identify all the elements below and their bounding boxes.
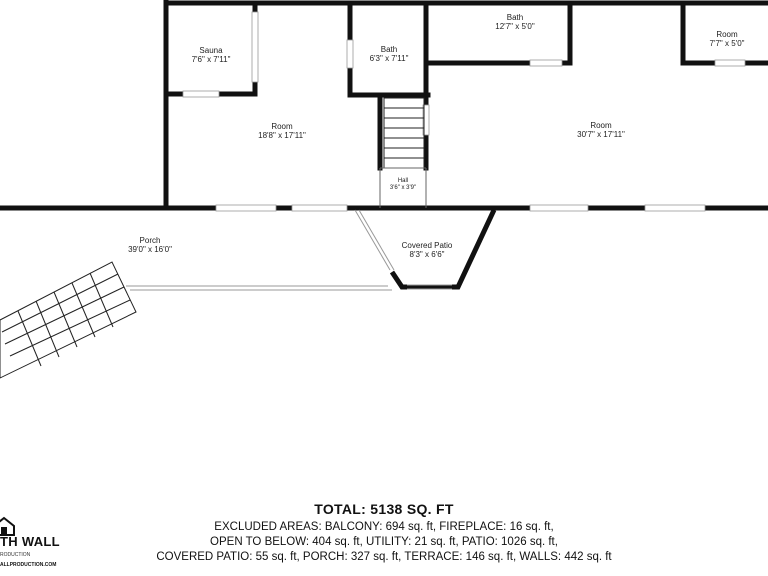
brand-name: TH WALL: [0, 534, 60, 549]
window: [215, 204, 277, 212]
room-name: Room: [590, 121, 612, 130]
covered-patio-rail: [354, 209, 452, 290]
house-icon: [0, 516, 15, 536]
excluded-areas-line-1: EXCLUDED AREAS: BALCONY: 694 sq. ft, FIR…: [214, 521, 554, 533]
window: [644, 204, 706, 212]
window: [529, 204, 589, 212]
room-dimensions: 7'7" x 5'0": [709, 39, 745, 49]
room-name: Sauna: [199, 46, 223, 55]
room-name: Hall: [397, 178, 409, 184]
room-label-room-small: Room 7'7" x 5'0": [710, 30, 745, 48]
room-dimensions: 6'3" x 7'11": [369, 54, 409, 64]
room-dimensions: 8'3" x 6'6": [409, 250, 445, 260]
room-name: Covered Patio: [401, 241, 453, 250]
total-area: TOTAL: 5138 SQ. FT: [314, 501, 454, 517]
room-dimensions: 30'7" x 17'11": [577, 130, 625, 140]
room-name: Porch: [139, 236, 161, 245]
hall-walls: [379, 167, 427, 208]
exterior-stairs: [0, 261, 137, 379]
floor-plan: [0, 0, 768, 379]
room-small-door: [714, 59, 746, 67]
room-dimensions: 7'6" x 7'11": [191, 55, 231, 65]
room-name: Room: [271, 122, 293, 131]
excluded-areas-line-3: COVERED PATIO: 55 sq. ft, PORCH: 327 sq.…: [156, 551, 612, 563]
brand-logo: TH WALL RODUCTION ALLPRODUCTION.COM: [0, 514, 60, 576]
brand-website: ALLPRODUCTION.COM: [0, 562, 57, 568]
area-totals: TOTAL: 5138 SQ. FT EXCLUDED AREAS: BALCO…: [0, 501, 768, 565]
covered-patio-walls: [389, 208, 497, 290]
room-dimensions: 39'0" x 16'0": [128, 245, 172, 255]
openings: [182, 11, 746, 212]
sauna-door: [182, 90, 220, 98]
room-label-porch: Porch 39'0" x 16'0": [128, 236, 172, 254]
stair-gap: [422, 104, 430, 136]
room-dimensions: 12'7" x 5'0": [495, 22, 535, 32]
sauna-window: [251, 11, 259, 83]
top-bath-wall: [425, 0, 573, 66]
room-dimensions: 3'6" x 3'9": [389, 184, 417, 191]
window: [291, 204, 348, 212]
room-dimensions: 18'8" x 17'11": [258, 131, 306, 141]
room-label-bath-top: Bath 12'7" x 5'0": [495, 13, 534, 31]
small-bath-wall: [347, 0, 431, 98]
room-label-room-left: Room 18'8" x 17'11": [258, 122, 306, 140]
room-label-room-right: Room 30'7" x 17'11": [577, 121, 625, 139]
staircase: [383, 97, 425, 169]
room-label-covered-patio: Covered Patio 8'3" x 6'6": [402, 241, 453, 259]
room-label-sauna: Sauna 7'6" x 7'11": [192, 46, 231, 64]
room-name: Bath: [380, 45, 398, 54]
room-label-bath-small: Bath 6'3" x 7'11": [370, 45, 409, 63]
room-name: Bath: [506, 13, 524, 22]
bath-top-door: [529, 59, 563, 67]
room-name: Room: [716, 30, 738, 39]
room-label-hall: Hall 3'6" x 3'9": [390, 178, 416, 192]
brand-subtitle: RODUCTION: [0, 552, 31, 558]
bath-door: [346, 39, 354, 69]
excluded-areas-line-2: OPEN TO BELOW: 404 sq. ft, UTILITY: 21 s…: [210, 536, 558, 548]
porch-rail: [126, 285, 392, 291]
